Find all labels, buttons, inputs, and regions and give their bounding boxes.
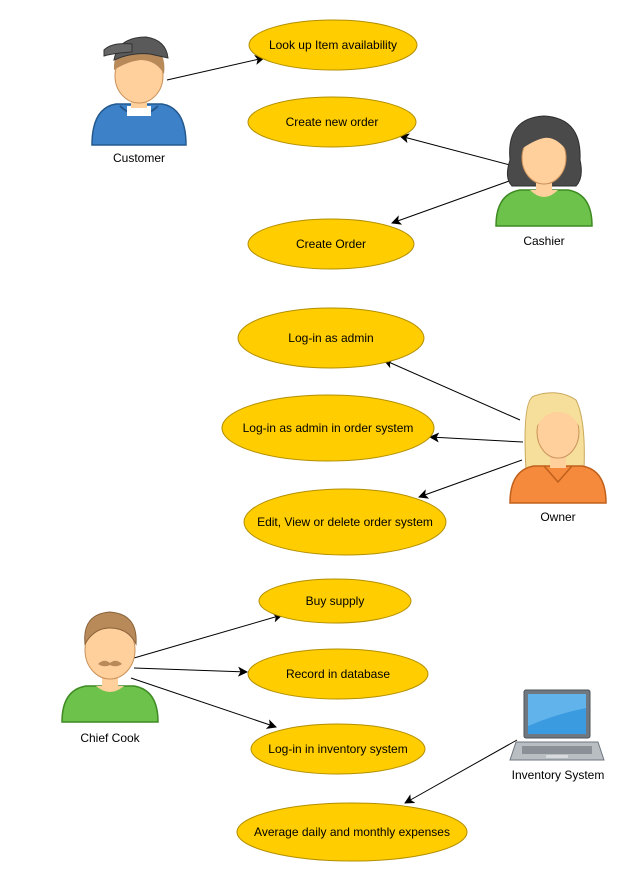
usecase-lookup-label: Look up Item availability — [269, 38, 397, 52]
arrow-owner-edit-view-delete — [418, 459, 523, 499]
actor-customer-label: Customer — [113, 151, 165, 165]
laptop-icon — [509, 689, 605, 761]
chief-cook-icon — [61, 611, 159, 723]
usecase-login-inventory[interactable]: Log-in in inventory system — [250, 723, 426, 775]
cashier-icon — [495, 115, 593, 227]
usecase-login-admin[interactable]: Log-in as admin — [237, 307, 425, 369]
associations — [130, 55, 524, 804]
usecase-login-admin-order[interactable]: Log-in as admin in order system — [221, 394, 435, 462]
usecase-login-admin-order-label: Log-in as admin in order system — [243, 421, 414, 435]
arrow-inventory-avg-expenses — [404, 739, 518, 804]
usecase-edit-view-delete-label: Edit, View or delete order system — [257, 515, 433, 529]
actor-chief-cook[interactable]: Chief Cook — [61, 611, 159, 745]
customer-icon — [91, 36, 187, 146]
actor-owner-label: Owner — [540, 510, 575, 524]
usecase-create-new-order-label: Create new order — [286, 115, 379, 129]
usecase-lookup[interactable]: Look up Item availability — [248, 19, 418, 71]
usecase-buy-supply-label: Buy supply — [306, 594, 365, 608]
usecase-edit-view-delete[interactable]: Edit, View or delete order system — [243, 488, 447, 556]
arrow-customer-lookup — [166, 55, 265, 81]
arrow-owner-login-admin-order — [429, 432, 524, 443]
usecase-record-db-label: Record in database — [286, 667, 390, 681]
usecase-record-db[interactable]: Record in database — [247, 648, 429, 700]
owner-icon — [509, 392, 607, 504]
arrow-cook-login-inventory — [130, 677, 277, 729]
usecase-create-order[interactable]: Create Order — [247, 218, 415, 270]
actor-cashier-label: Cashier — [523, 234, 564, 248]
actor-customer[interactable]: Customer — [91, 36, 187, 165]
usecase-login-inventory-label: Log-in in inventory system — [268, 742, 407, 756]
usecase-buy-supply[interactable]: Buy supply — [258, 578, 412, 624]
usecase-avg-expenses[interactable]: Average daily and monthly expenses — [236, 802, 468, 862]
actor-owner[interactable]: Owner — [509, 392, 607, 524]
arrow-owner-login-admin — [383, 359, 521, 421]
arrow-cook-buy-supply — [133, 612, 283, 659]
usecase-login-admin-label: Log-in as admin — [288, 331, 373, 345]
actor-inventory-system[interactable]: Inventory System — [509, 689, 605, 782]
usecase-create-new-order[interactable]: Create new order — [247, 96, 417, 148]
actor-cashier[interactable]: Cashier — [495, 115, 593, 248]
actor-chief-cook-label: Chief Cook — [80, 731, 140, 745]
arrow-cashier-create-new-order — [399, 133, 511, 166]
actor-inventory-system-label: Inventory System — [512, 768, 605, 782]
usecase-avg-expenses-label: Average daily and monthly expenses — [254, 825, 450, 839]
usecase-create-order-label: Create Order — [296, 237, 366, 251]
arrow-cook-record-db — [133, 666, 248, 677]
arrow-cashier-create-order — [391, 179, 513, 225]
